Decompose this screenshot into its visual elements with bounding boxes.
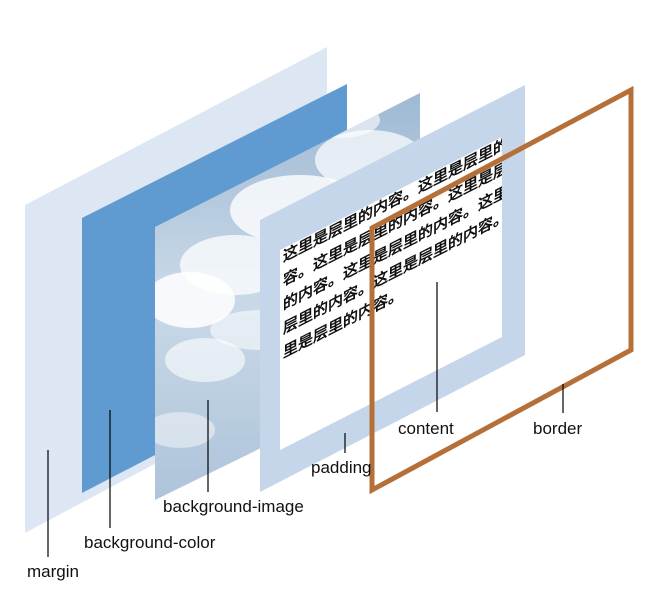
background-color-label: background-color — [84, 533, 216, 552]
content-area — [280, 137, 502, 450]
padding-label: padding — [311, 458, 372, 477]
border-layer — [369, 85, 634, 495]
background-image-label: background-image — [163, 497, 304, 516]
margin-label: margin — [27, 562, 79, 581]
border-label: border — [533, 419, 582, 438]
content-label: content — [398, 419, 454, 438]
